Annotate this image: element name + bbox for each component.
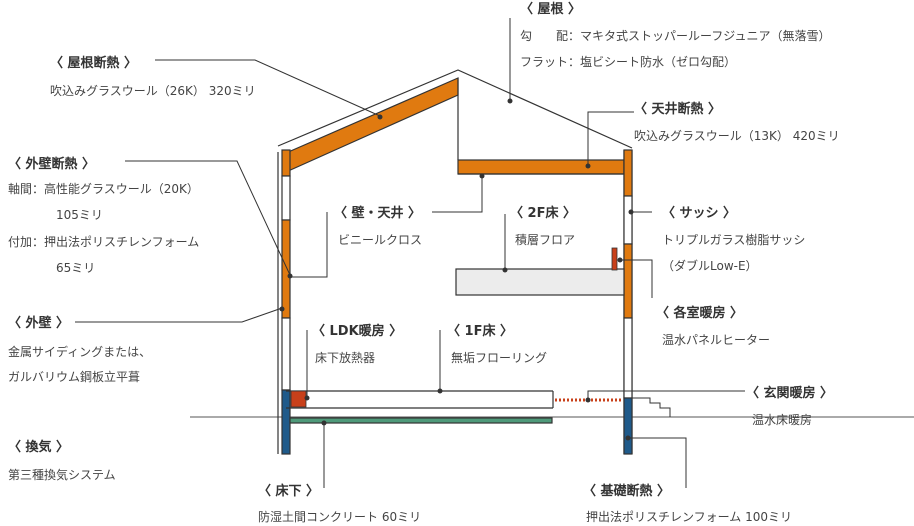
- leader-ceiling-insulation: [587, 111, 634, 165]
- floor1-line-1: 無垢フローリング: [451, 350, 547, 365]
- ldk-heating-line-1: 床下放熱器: [315, 350, 375, 365]
- ventilation-line-1: 第三種換気システム: [8, 467, 116, 482]
- exterior-wall-title: 〈 外壁 〉: [8, 315, 69, 331]
- interior-line-1: ビニールクロス: [338, 233, 422, 247]
- entrance-heating-line-1: 温水床暖房: [752, 412, 812, 427]
- leader-wall-insulation: [125, 160, 291, 276]
- foundation-insulation-line-1: 押出法ポリスチレンフォーム 100ミリ: [586, 510, 792, 524]
- exterior-steps: [632, 397, 671, 417]
- leader-lines: [75, 18, 745, 488]
- right-window-upper: [623, 195, 633, 245]
- leader-roof-insulation: [155, 59, 381, 117]
- roof-outer-line: [277, 69, 633, 149]
- second-floor-board: [455, 268, 625, 296]
- room-heating-title: 〈 各室暖房 〉: [656, 305, 743, 321]
- underfloor-line-1: 防湿土間コンクリート 60ミリ: [258, 509, 421, 524]
- left-wall-insulation: [281, 219, 291, 319]
- ceiling-insulation-title: 〈 天井断熱 〉: [634, 101, 721, 117]
- moisture-proof-slab: [289, 417, 553, 424]
- wall-insulation-line-1: 軸間：高性能グラスウール（20K）: [8, 181, 199, 196]
- panel-heater: [611, 247, 618, 271]
- right-wall-insulation: [623, 243, 633, 319]
- sash-title: 〈 サッシ 〉: [662, 205, 736, 221]
- ceiling-insulation-layer: [457, 159, 625, 175]
- left-foundation-insulation: [281, 389, 291, 455]
- roof-insulation-layer: [285, 77, 459, 173]
- roof-title: 〈 屋根 〉: [520, 1, 581, 17]
- left-window-upper: [281, 175, 291, 221]
- right-foundation-insulation: [623, 397, 633, 455]
- roof-insulation-line-1: 吹込みグラスウール（26K） 320ミリ: [50, 84, 256, 98]
- roof-line-1: 勾 配：マキタ式ストッパールーフジュニア（無落雪）: [520, 28, 830, 43]
- underfloor-radiator: [290, 390, 307, 408]
- leader-foundation: [628, 437, 687, 488]
- floor2-line-1: 積層フロア: [515, 232, 575, 247]
- floor1-title: 〈 1F床 〉: [447, 323, 513, 339]
- roof-line-2: フラット：塩ビシート防水（ゼロ勾配）: [520, 54, 736, 69]
- right-window-lower: [623, 317, 633, 399]
- wall-insulation-line-2: 105ミリ: [56, 208, 103, 222]
- leader-room-heating: [620, 259, 653, 298]
- wall-insulation-line-4: 65ミリ: [56, 261, 95, 275]
- underfloor-title: 〈 床下 〉: [258, 483, 319, 499]
- ventilation-title: 〈 換気 〉: [8, 439, 69, 455]
- leader-dots: [279, 98, 634, 441]
- sash-line-1: トリプルガラス樹脂サッシ: [662, 232, 805, 247]
- leader-interior-wall: [290, 212, 328, 278]
- roof-insulation-title: 〈 屋根断熱 〉: [50, 55, 137, 71]
- labels: 〈 屋根 〉 勾 配：マキタ式ストッパールーフジュニア（無落雪） フラット：塩ビ…: [8, 1, 840, 524]
- ldk-heating-title: 〈 LDK暖房 〉: [312, 323, 402, 339]
- room-heating-line-1: 温水パネルヒーター: [662, 333, 770, 347]
- leader-exterior-wall: [75, 307, 283, 323]
- sash-line-2: （ダブルLow-E）: [662, 258, 758, 273]
- ceiling-insulation-line-1: 吹込みグラスウール（13K） 420ミリ: [634, 129, 840, 143]
- entrance-heating-title: 〈 玄関暖房 〉: [746, 385, 833, 401]
- right-wall-insulation: [623, 149, 633, 197]
- leader-interior: [432, 176, 483, 213]
- exterior-wall-line-1: 金属サイディングまたは、: [8, 344, 151, 359]
- foundation-insulation-title: 〈 基礎断熱 〉: [583, 483, 670, 499]
- floor2-title: 〈 2F床 〉: [510, 205, 576, 221]
- wall-insulation-line-3: 付加：押出法ポリスチレンフォーム: [8, 235, 199, 249]
- left-window-lower: [281, 317, 291, 391]
- interior-title: 〈 壁・天井 〉: [334, 205, 421, 221]
- wall-insulation-title: 〈 外壁断熱 〉: [8, 156, 95, 172]
- exterior-wall-line-2: ガルバリウム鋼板立平葺: [8, 369, 140, 384]
- left-wall-insulation: [281, 149, 291, 177]
- building-structure: [190, 69, 914, 455]
- leader-entrance-heating: [587, 390, 745, 400]
